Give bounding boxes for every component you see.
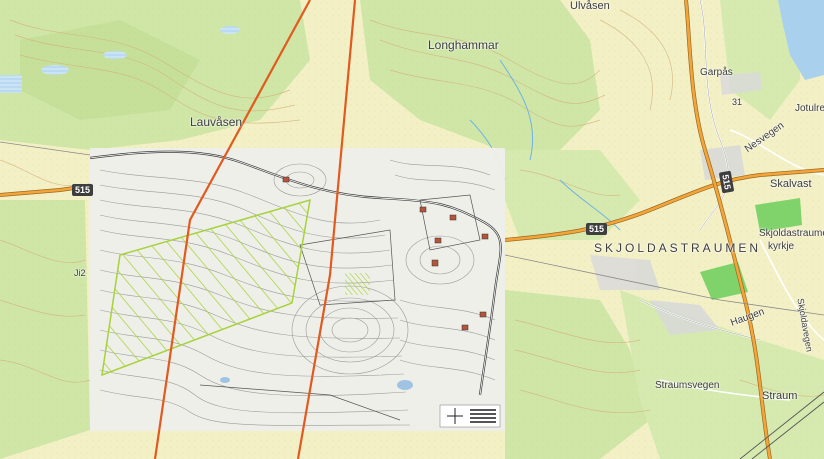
pond [220, 26, 240, 34]
plan-pond [397, 380, 413, 390]
power-line-red [153, 0, 357, 459]
hatched-zone [101, 198, 311, 377]
water-bodies [0, 0, 824, 231]
power-line-double [739, 391, 824, 459]
lake [778, 0, 824, 80]
place-label-straum: Straum [762, 390, 798, 402]
pond [41, 65, 69, 75]
contour-lines [0, 9, 824, 414]
plan-pond [220, 377, 230, 383]
place-label-kyrkje-line2: kyrkje [768, 241, 795, 252]
power-line-grey [0, 141, 91, 156]
map-mark-ji2: Ji2 [74, 268, 86, 278]
place-label-number-31: 31 [732, 97, 743, 107]
plan-road [89, 151, 502, 396]
power-line-grey [504, 254, 824, 316]
place-label-lauvasen: Lauvåsen [190, 115, 243, 129]
place-label-skjoldastraumen-area: SKJOLDASTRAUMEN [594, 241, 762, 255]
stream [559, 179, 621, 231]
road-shield-515-west: 515 [72, 184, 94, 196]
plan-overlay [89, 148, 505, 431]
road-shield-515-center: 515 [586, 223, 608, 235]
place-label-skalvast: Skalvast [770, 178, 812, 190]
place-label-ulvasen: Ulvåsen [570, 0, 610, 12]
pond [103, 51, 127, 59]
street-label-straumsvegen: Straumsvegen [655, 380, 720, 391]
plan-buildings [282, 176, 489, 331]
stream [499, 59, 534, 161]
pond [0, 75, 22, 93]
settlement-areas [590, 72, 762, 335]
place-label-garpas: Garpås [700, 67, 733, 78]
plan-legend [439, 404, 501, 428]
place-label-kyrkje-line1: Skjoldastraumen [759, 228, 824, 239]
hatched-zone-small [345, 273, 370, 295]
place-label-longhammar: Longhammar [428, 38, 499, 52]
place-label-jotulrei: Jotulrei [795, 103, 824, 114]
